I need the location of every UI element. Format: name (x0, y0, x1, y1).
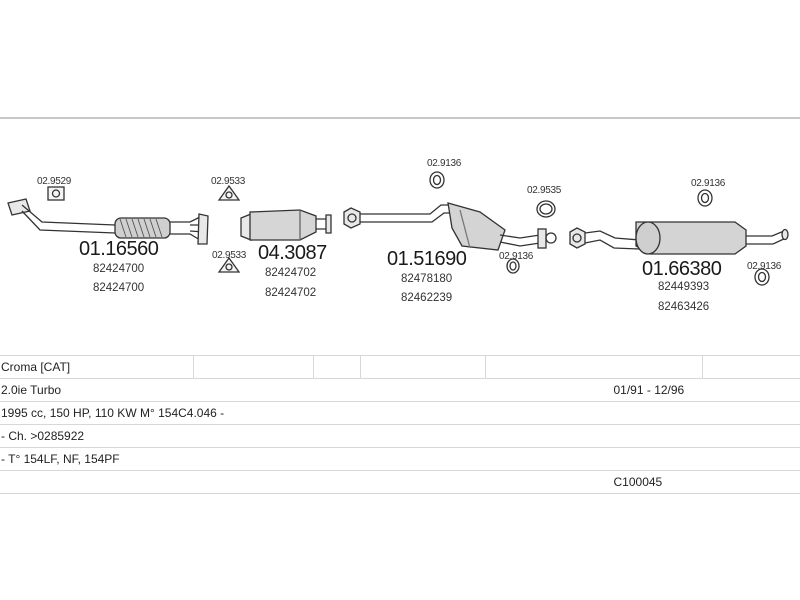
rear-pipe (584, 230, 641, 250)
table-row: 1995 cc, 150 HP, 110 KW M° 154C4.046 - (0, 401, 800, 425)
part-code-clamp-02-9535: 02.9535 (527, 185, 562, 196)
part-number-rear-silencer: 01.66380 (642, 258, 722, 280)
ref-number: 82449393 (658, 281, 710, 293)
flex-section (114, 217, 171, 239)
table-row: C100045 (0, 470, 800, 494)
types-cell: - T° 154LF, NF, 154PF (0, 447, 800, 471)
part-code-ring-02-9136: 02.9136 (427, 158, 462, 169)
exhaust-diagram (7, 171, 789, 286)
front-pipe-rear (170, 216, 201, 241)
engine-cell: 2.0ie Turbo (0, 378, 486, 402)
middle-pipe-rear (499, 234, 541, 247)
gasket-triangle-bottom (217, 256, 241, 273)
part-code-ring-02-9136: 02.9136 (499, 251, 534, 262)
ref-number: 82424700 (93, 263, 145, 275)
ref-number: 82478180 (401, 273, 453, 285)
front-pipe (21, 204, 116, 234)
clamp-ring (536, 200, 556, 218)
rubber-ring-3 (697, 189, 713, 207)
ref-number: 82462239 (401, 292, 453, 304)
rubber-ring-2 (506, 258, 520, 274)
gasket-triangle-top (217, 184, 241, 201)
model-cell: Croma [CAT] (0, 355, 194, 379)
rear-inlet-flange (569, 227, 586, 249)
part-code-ring-02-9136: 02.9136 (747, 261, 782, 272)
table-row: Croma [CAT] (0, 355, 800, 379)
years-cell: 01/91 - 12/96 (485, 378, 800, 402)
middle-pipe (360, 204, 452, 223)
ref-number: 82463426 (658, 301, 710, 313)
chassis-cell: - Ch. >0285922 (0, 424, 800, 448)
part-number-front-pipe: 01.16560 (79, 238, 159, 260)
ref-number: 82424700 (93, 282, 145, 294)
gasket-square (47, 186, 65, 201)
middle-inlet-flange (343, 207, 361, 229)
catalyst-body (249, 209, 317, 241)
table-row: - Ch. >0285922 (0, 424, 800, 448)
table-row: - T° 154LF, NF, 154PF (0, 447, 800, 471)
part-code-gasket-02-9533-top: 02.9533 (211, 176, 246, 187)
tailpipe (746, 230, 787, 245)
rubber-ring-4 (754, 268, 770, 286)
front-pipe-end-flange (197, 213, 209, 245)
rubber-ring-1 (429, 171, 445, 189)
catalog-code-cell: C100045 (485, 470, 800, 494)
spec-cell: 1995 cc, 150 HP, 110 KW M° 154C4.046 - (0, 401, 800, 425)
front-pipe-flange (7, 198, 31, 216)
middle-silencer (447, 202, 506, 251)
part-code-ring-02-9136: 02.9136 (691, 178, 726, 189)
part-number-middle-pipe: 01.51690 (387, 248, 467, 270)
top-border (0, 117, 800, 119)
part-code-gasket-02-9533-bottom: 02.9533 (212, 250, 247, 261)
catalyst-outlet (316, 218, 327, 230)
part-number-catalyst: 04.3087 (258, 242, 327, 264)
table-row: 2.0ie Turbo 01/91 - 12/96 (0, 378, 800, 402)
ref-number: 82424702 (265, 287, 317, 299)
part-code-gasket-02-9529: 02.9529 (37, 176, 72, 187)
vehicle-info-table: Croma [CAT] 2.0ie Turbo 01/91 - 12/96 19… (0, 355, 800, 494)
ref-number: 82424702 (265, 267, 317, 279)
